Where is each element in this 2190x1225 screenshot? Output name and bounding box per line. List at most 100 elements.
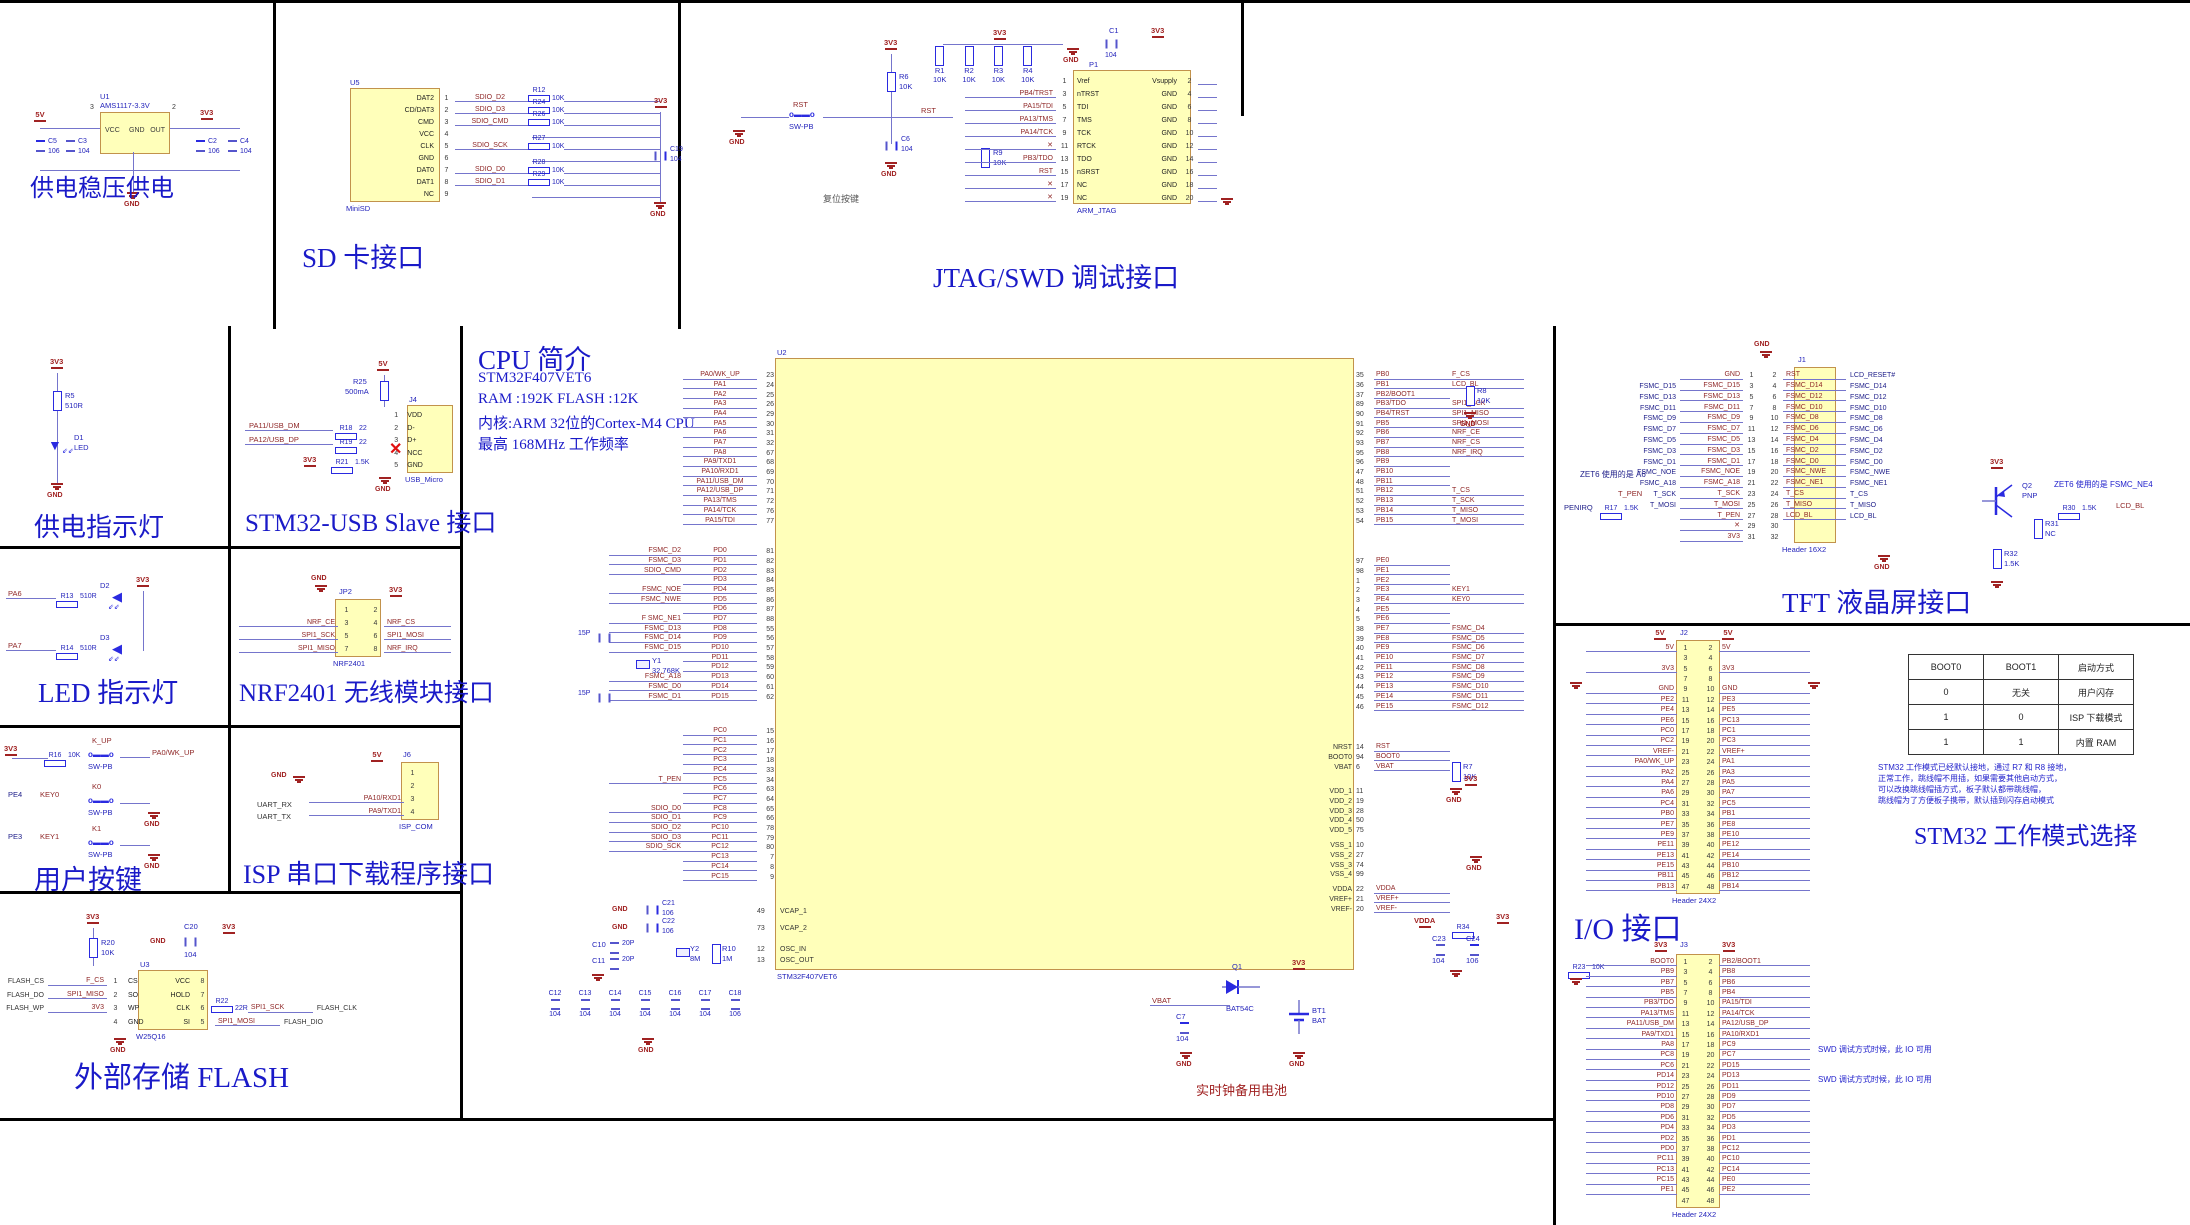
j3-row: PA11/USB_DM 13 14 PA12/USB_DP	[1586, 1018, 1810, 1029]
vdda-flag: VDDA	[1414, 916, 1435, 928]
sd-pin-row: CLK 5 SDIO_SCK R27 10K	[350, 135, 660, 150]
u2-body	[775, 358, 1354, 970]
j2-row: 7 8	[1683, 676, 1713, 684]
j1-row: FSMC_D7 FSMC_D7 11 12 FSMC_D6 FSMC_D6	[1643, 425, 1883, 434]
j3-part: Header 24X2	[1672, 1210, 1717, 1219]
jp2-row: 1 2	[344, 606, 378, 614]
cap-c2	[196, 140, 205, 152]
p1-designator: P1	[1089, 60, 1099, 69]
j2-gnd-l	[1570, 682, 1582, 691]
j4-row: 1 VDD	[394, 412, 423, 420]
boot-table-h2: 启动方式	[2058, 654, 2134, 680]
reset-gnd-left	[733, 130, 745, 139]
key0-switch: o▬▬o	[88, 796, 114, 805]
sd-pin-rows: DAT2 1 SDIO_D2 R12 10K CD/DAT3 2 SDIO_D3…	[350, 87, 660, 198]
p1-row: RST 15 nSRST GND 16	[965, 163, 1225, 176]
osc-gnd	[592, 974, 604, 983]
crystal-y2	[676, 948, 690, 957]
battery-3v3: 3V3	[1292, 958, 1305, 970]
j3-row: PA8 17 18 PC9	[1586, 1039, 1810, 1050]
block-io: 5V J2 5V 5V 1 2 5V 3 4 3V3 5 6 3V	[1556, 626, 2190, 1225]
j1-row: T_MOSI T_MOSI 25 26 T_MISO T_MISO	[1649, 500, 1877, 510]
gnd-symbol	[127, 192, 139, 201]
block-title-led: LED 指示灯	[38, 678, 179, 708]
cap-c24	[1470, 944, 1479, 956]
crystal-y1	[636, 660, 650, 669]
u3-row: FLASH_WP 3V3 3 WP CLK 6 R22 22R SPI1_SCK…	[6, 997, 357, 1013]
boot-table-h1: BOOT1	[1983, 654, 2059, 680]
sd-3v3-flag: 3V3	[654, 96, 667, 108]
battery-gnd-r	[1293, 1052, 1305, 1061]
p1-row: PA14/TCK 9 TCK GND 10	[965, 124, 1225, 137]
tft-note-left: ZET6 使用的是 A6	[1580, 470, 1646, 479]
block-title-sd: SD 卡接口	[302, 243, 425, 273]
j3-row: PD10 27 28 PD9	[1586, 1091, 1810, 1102]
resistor-r7	[1452, 762, 1461, 782]
j4-row: 4 NCC	[394, 449, 423, 457]
j6-row: PA9/TXD1 4	[309, 803, 421, 816]
u3-row: 4 GND SI 5 SPI1_MOSI FLASH_DIO	[113, 1017, 323, 1026]
swd-note-2: SWD 调试方式时候，此 IO 可用	[1818, 1075, 1932, 1084]
resistor-r31	[2034, 519, 2043, 539]
j3-designator: J3	[1680, 940, 1688, 949]
j3-row: 47 48	[1681, 1197, 1715, 1205]
j2-row: PA4 27 28 PA5	[1586, 777, 1810, 788]
resistor-r25	[380, 381, 389, 401]
mode-note-1: STM32 工作模式已经默认接地，通过 R7 和 R8 接地，	[1878, 763, 2072, 772]
resistor-r10	[712, 944, 721, 964]
j2-row: 3V3 5 6 3V3	[1586, 663, 1810, 674]
j6-row: 2	[410, 782, 415, 790]
u3-designator: U3	[140, 960, 150, 969]
mode-note-3: 可以改换跳线帽插方式，板子默认都带跳线帽，	[1878, 785, 2046, 794]
j2-row: PA6 29 30 PA7	[1586, 787, 1810, 798]
j3-row: PB5 7 8 PB4	[1586, 987, 1810, 998]
block-power-regulator: 5V 3V3 C5 106 C3 104 U1 AMS1117-3.3V VCC…	[30, 92, 252, 208]
frame-h6	[1553, 623, 2190, 626]
sd-pin-row: VCC 4	[350, 126, 660, 138]
sd-gnd-symbol	[654, 202, 666, 211]
cap-c22	[646, 923, 659, 933]
j4-rows: 1 VDD 2 D- 3 D+ 4 NCC 5 GND	[389, 407, 451, 470]
p1-row: PA15/TDI 5 TDI GND 6	[965, 98, 1225, 111]
j1-row: FSMC_D1 FSMC_D1 17 18 FSMC_D0 FSMC_D0	[1643, 457, 1883, 467]
sd-pin-row: CMD 3 SDIO_CMD R26 10K	[350, 111, 660, 126]
flash-3v3-pullup: 3V3	[86, 912, 99, 924]
isp-gnd	[293, 776, 305, 785]
block-usb: 5V R25 500mA J4 1 VDD 2 D- 3 D+ 4 NCC	[245, 359, 497, 537]
resistor-r20	[89, 938, 98, 958]
vss-gnd	[1470, 856, 1482, 865]
p1-gnd	[1221, 198, 1233, 207]
cap-c1	[1105, 39, 1118, 49]
j2-row: PE6 15 16 PC13	[1586, 715, 1810, 726]
p1-row: ✕ 17 NC GND 18	[965, 176, 1225, 189]
cap-c21	[646, 905, 659, 915]
j3-row: PC11 39 40 PC10	[1586, 1153, 1810, 1164]
resistor-r5	[53, 391, 62, 411]
